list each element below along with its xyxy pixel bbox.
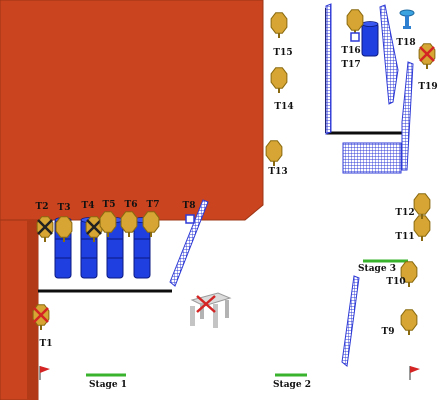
target-label-t1: T1 bbox=[40, 339, 53, 349]
target-shape bbox=[413, 193, 431, 215]
no-shoot-x-icon bbox=[419, 46, 435, 62]
target-shape bbox=[142, 211, 160, 233]
target-shape bbox=[55, 216, 73, 238]
target-shape bbox=[120, 211, 138, 233]
popper-icon bbox=[350, 32, 360, 42]
target-shape bbox=[270, 12, 288, 34]
target-shape bbox=[265, 140, 283, 162]
target-shape bbox=[99, 211, 117, 233]
table-icon bbox=[190, 292, 232, 328]
target-t17[interactable] bbox=[350, 32, 360, 42]
target-t15[interactable] bbox=[270, 12, 288, 38]
targets-layer bbox=[32, 9, 436, 335]
target-label-t4: T4 bbox=[82, 201, 95, 211]
mesh-fence-left bbox=[169, 199, 209, 287]
mesh-fence-right bbox=[401, 61, 414, 171]
target-label-t10: T10 bbox=[386, 277, 405, 287]
target-t13[interactable] bbox=[265, 140, 283, 166]
mesh-panel bbox=[342, 142, 402, 174]
target-t5[interactable] bbox=[99, 211, 117, 237]
target-label-t16: T16 bbox=[341, 46, 360, 56]
target-t14[interactable] bbox=[270, 67, 288, 93]
target-t7[interactable] bbox=[142, 211, 160, 237]
target-t10[interactable] bbox=[400, 261, 418, 287]
target-label-t18: T18 bbox=[396, 38, 415, 48]
target-shape bbox=[346, 9, 364, 31]
barrel-icon bbox=[361, 21, 379, 57]
building-block bbox=[0, 0, 264, 221]
target-t9[interactable] bbox=[400, 309, 418, 335]
target-t3[interactable] bbox=[55, 216, 73, 242]
stage-label-stage-3: Stage 3 bbox=[358, 264, 396, 274]
no-shoot-x-icon bbox=[33, 307, 49, 323]
wall-shadow bbox=[27, 220, 38, 400]
target-shape bbox=[270, 67, 288, 89]
target-shape bbox=[400, 309, 418, 331]
target-label-t19: T19 bbox=[418, 82, 437, 92]
target-t2[interactable] bbox=[36, 216, 54, 242]
target-label-t15: T15 bbox=[273, 48, 292, 58]
target-shape bbox=[413, 215, 431, 237]
target-label-t12: T12 bbox=[395, 208, 414, 218]
target-t8[interactable] bbox=[185, 214, 195, 224]
target-t1[interactable] bbox=[32, 304, 50, 330]
target-t19[interactable] bbox=[418, 43, 436, 69]
hard-cover-x-icon bbox=[37, 219, 53, 235]
mesh-fence-top-right bbox=[379, 4, 399, 105]
target-label-t6: T6 bbox=[125, 200, 138, 210]
steel-popper-icon bbox=[399, 9, 415, 29]
target-label-t9: T9 bbox=[382, 327, 395, 337]
target-label-t17: T17 bbox=[341, 60, 360, 70]
target-label-t7: T7 bbox=[147, 200, 160, 210]
flag-icon bbox=[409, 366, 420, 380]
target-label-t8: T8 bbox=[183, 201, 196, 211]
target-t6[interactable] bbox=[120, 211, 138, 237]
target-t11[interactable] bbox=[413, 215, 431, 241]
mesh-fence-top-left bbox=[325, 3, 332, 135]
target-t4[interactable] bbox=[85, 216, 103, 242]
hard-cover-x-icon bbox=[86, 219, 102, 235]
mesh-fence-lower-right bbox=[341, 275, 360, 367]
target-label-t13: T13 bbox=[268, 167, 287, 177]
stage-label-stage-2: Stage 2 bbox=[273, 380, 311, 390]
target-label-t5: T5 bbox=[103, 200, 116, 210]
target-t18[interactable] bbox=[399, 9, 415, 29]
popper-icon bbox=[185, 214, 195, 224]
target-label-t2: T2 bbox=[36, 202, 49, 212]
target-label-t14: T14 bbox=[274, 102, 293, 112]
target-label-t11: T11 bbox=[395, 232, 414, 242]
target-t12[interactable] bbox=[413, 193, 431, 219]
target-t16[interactable] bbox=[346, 9, 364, 35]
stage-label-stage-1: Stage 1 bbox=[89, 380, 127, 390]
flag-icon bbox=[39, 366, 50, 380]
target-shape bbox=[400, 261, 418, 283]
target-label-t3: T3 bbox=[58, 203, 71, 213]
